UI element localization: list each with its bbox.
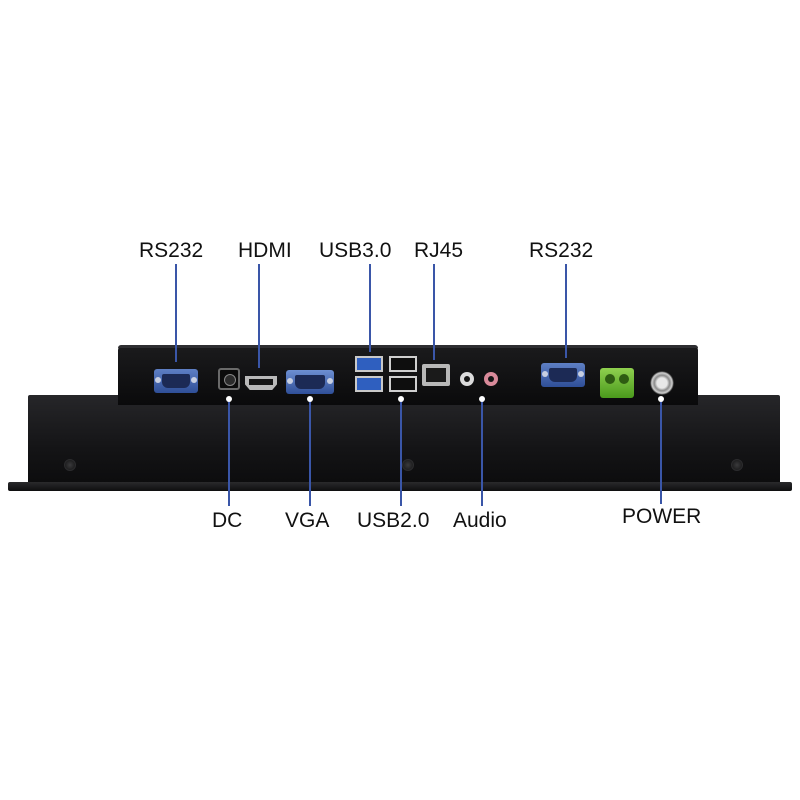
audio-mic-jack: [484, 372, 498, 386]
label-hdmi: HDMI: [238, 239, 292, 262]
hdmi-port: [245, 376, 277, 390]
label-audio: Audio: [453, 509, 507, 532]
label-rs232-left: RS232: [139, 239, 204, 262]
io-panel-bevel: [118, 345, 698, 348]
leader-dot: [307, 396, 313, 402]
leader-line-rs232-right: [565, 264, 567, 358]
label-dc: DC: [212, 509, 243, 532]
leader-line-usb3: [369, 264, 371, 352]
usb3-port-top: [355, 356, 383, 372]
rs232-right-port: [541, 363, 585, 387]
leader-line-dc: [228, 398, 230, 506]
label-vga: VGA: [285, 509, 330, 532]
label-usb2: USB2.0: [357, 509, 430, 532]
leader-dot: [398, 396, 404, 402]
label-rs232-right: RS232: [529, 239, 594, 262]
usb3-port-bottom: [355, 376, 383, 392]
leader-line-usb2: [400, 398, 402, 506]
leader-line-rj45: [433, 264, 435, 360]
screw-icon: [64, 459, 76, 471]
power-button: [650, 371, 674, 395]
label-rj45: RJ45: [414, 239, 464, 262]
usb2-port-top: [389, 356, 417, 372]
leader-dot: [226, 396, 232, 402]
leader-line-power: [660, 398, 662, 504]
audio-line-jack: [460, 372, 474, 386]
leader-dot: [479, 396, 485, 402]
vga-port: [286, 370, 334, 394]
usb2-port-bottom: [389, 376, 417, 392]
terminal-block-connector: [600, 368, 634, 398]
rs232-left-port: [154, 369, 198, 393]
label-usb3: USB3.0: [319, 239, 392, 262]
screw-icon: [402, 459, 414, 471]
dc-power-jack: [218, 368, 240, 390]
label-power: POWER: [622, 505, 702, 528]
leader-line-rs232-left: [175, 264, 177, 362]
leader-line-hdmi: [258, 264, 260, 368]
screw-icon: [731, 459, 743, 471]
device-chassis: [28, 395, 780, 485]
rj45-port: [422, 364, 450, 386]
leader-line-audio: [481, 398, 483, 506]
leader-line-vga: [309, 398, 311, 506]
leader-dot: [658, 396, 664, 402]
